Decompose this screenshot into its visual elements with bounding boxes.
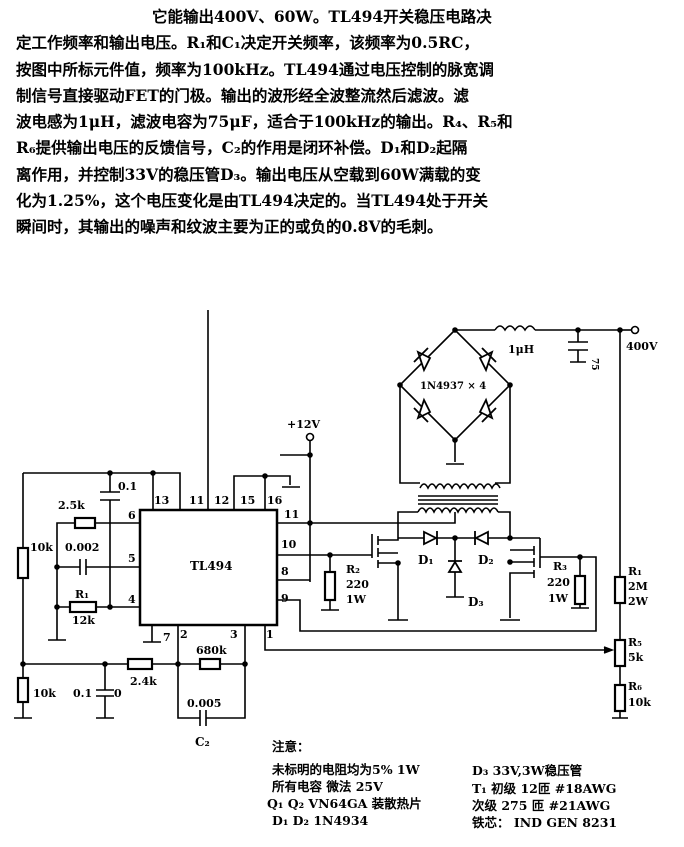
r6-value-label: 10k: [628, 696, 651, 709]
pin-4-label: 4: [128, 593, 136, 606]
resistor-r3: [573, 574, 587, 606]
resistor-2-5k-label: 2.5k: [58, 499, 85, 512]
pin-1-label: 1: [266, 628, 274, 641]
cap-0-002-label: 0.002: [65, 541, 99, 554]
resistor-10k-top-label: 10k: [30, 541, 53, 554]
pin-15-label: 15: [240, 494, 255, 507]
para-line: 瞬间时，其输出的噪声和纹波主要为正的或负的0.8V的毛刺。: [16, 217, 443, 237]
para-line: 制信号直接驱动FET的门极。输出的波形经全波整流然后滤波。滤: [16, 85, 469, 105]
resistor-680k-label: 680k: [196, 644, 227, 657]
pin-16-label: 16: [267, 494, 283, 507]
note-right: 铁芯： IND GEN 8231: [472, 815, 618, 830]
pin-3-label: 3: [230, 628, 238, 641]
d3-label: D₃: [468, 595, 484, 609]
junction-dots: [20, 327, 623, 667]
pin-8-label: 8: [281, 565, 289, 578]
r2-power-label: 1W: [346, 593, 367, 606]
labels: 13 11 12 15 16 6 5 4 11 10 8 9 7 2 3 1 +…: [30, 340, 658, 749]
note-right: 次级 275 匝 #21AWG: [472, 798, 611, 813]
description-paragraph: 它能输出400V、60W。TL494开关稳压电路决 定工作频率和输出电压。R₁和…: [16, 4, 676, 241]
pin-7-label: 7: [163, 631, 171, 644]
r1-2m-name-label: R₁: [628, 565, 642, 578]
note-left: 所有电容 微法 25V: [272, 779, 383, 794]
r5-name-label: R₅: [628, 636, 642, 649]
d1-label: D₁: [418, 553, 434, 567]
resistors: [16, 516, 627, 713]
note-left: D₁ D₂ 1N4934: [272, 813, 369, 828]
pin-10-label: 10: [281, 538, 297, 551]
pin-6-label: 6: [128, 509, 136, 522]
resistor-680k: [198, 657, 222, 671]
supply-12v-label: +12V: [287, 418, 321, 431]
r3-name-label: R₃: [553, 560, 567, 573]
note-right: D₃ 33V,3W稳压管: [472, 763, 583, 778]
diodes: [413, 347, 497, 573]
r6-name-label: R₆: [628, 680, 642, 693]
pin-12-label: 12: [214, 494, 229, 507]
cap-0-1-bottom-suffix: 0: [114, 687, 122, 700]
r3-power-label: 1W: [548, 592, 569, 605]
resistor-r1-2m: [613, 575, 627, 605]
note-left: Q₁ Q₂ VN64GA 装散热片: [267, 796, 422, 811]
r1-name-label: R₁: [75, 588, 89, 601]
r3-value-label: 220: [547, 576, 570, 589]
resistor-r2: [323, 570, 337, 602]
pin-11-right-label: 11: [284, 508, 299, 521]
output-cap-label: 75: [589, 358, 599, 371]
wires: [14, 310, 640, 726]
resistor-2-4k-label: 2.4k: [130, 675, 157, 688]
r2-name-label: R₂: [346, 563, 360, 576]
r1-2m-power-label: 2W: [628, 595, 649, 608]
para-line: 它能输出400V、60W。TL494开关稳压电路决: [152, 7, 492, 26]
inductor-label: 1μH: [508, 343, 534, 356]
resistor-10k-top: [16, 546, 30, 580]
resistor-r1: [68, 600, 98, 614]
para-line: 波电感为1μH，滤波电容为75μF，适合于100kHz的输出。R₄、R₅和: [16, 112, 513, 132]
cap-0-1-top-label: 0.1: [118, 480, 137, 493]
r5-value-label: 5k: [628, 651, 644, 664]
para-line: 定工作频率和输出电压。R₁和C₁决定开关频率，该频率为0.5RC，: [16, 33, 479, 53]
para-line: R₆提供输出电压的反馈信号，C₂的作用是闭环补偿。D₁和D₂起隔: [16, 138, 468, 158]
cap-0-1-bottom-label: 0.1: [73, 687, 92, 700]
notes-title: 注意：: [272, 739, 310, 754]
c2-name-label: C₂: [195, 735, 210, 749]
r1-2m-value-label: 2M: [628, 580, 648, 593]
output-400v-label: 400V: [626, 340, 658, 353]
pin-5-label: 5: [128, 552, 136, 565]
resistor-r6: [613, 683, 627, 713]
c2-value-label: 0.005: [187, 697, 221, 710]
note-left: 未标明的电阻均为5% 1W: [272, 762, 420, 777]
note-right: T₁ 初级 12匝 #18AWG: [472, 781, 617, 796]
d2-label: D₂: [478, 553, 494, 567]
pin-13-label: 13: [154, 494, 169, 507]
para-line: 化为1.25%，这个电压变化是由TL494决定的。当TL494处于开关: [16, 191, 489, 211]
para-line: 离作用，并控制33V的稳压管D₃。输出电压从空载到60W满载的变: [16, 164, 481, 184]
ic-label: TL494: [190, 559, 232, 573]
r1-value-label: 12k: [72, 614, 95, 627]
r2-value-label: 220: [346, 578, 369, 591]
pin-9-label: 9: [281, 592, 289, 605]
resistor-r5: [613, 638, 627, 668]
resistor-10k-bottom-label: 10k: [33, 687, 56, 700]
resistor-10k-bottom: [16, 676, 30, 704]
resistor-2-4k: [126, 657, 154, 671]
bridge-label: 1N4937 × 4: [420, 381, 486, 392]
pin-2-label: 2: [180, 628, 188, 641]
para-line: 按图中所标元件值，频率为100kHz。TL494通过电压控制的脉宽调: [16, 59, 494, 79]
resistor-2-5k: [73, 516, 97, 530]
pin-11-top-label: 11: [189, 494, 204, 507]
